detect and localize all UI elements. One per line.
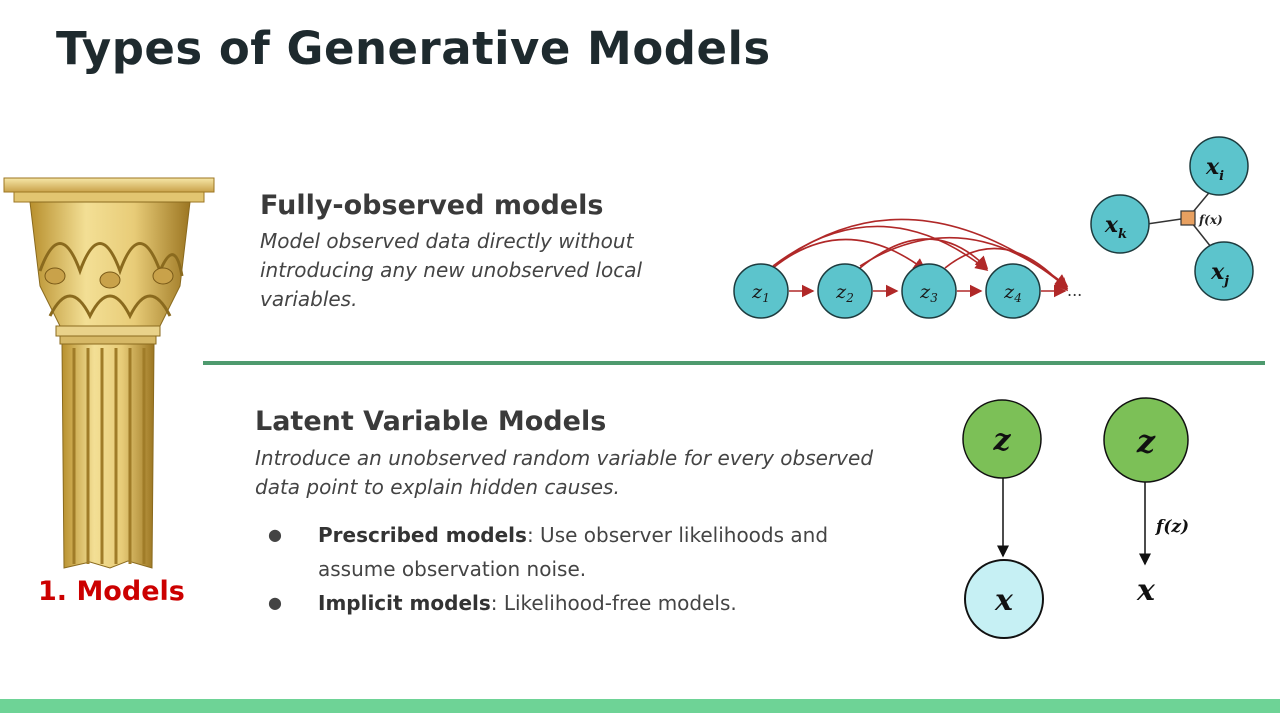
latent-heading: Latent Variable Models xyxy=(255,406,607,437)
factor-node-xk: xk xyxy=(1090,194,1150,254)
list-item: ● Implicit models: Likelihood-free model… xyxy=(268,586,908,620)
factor-graph-diagram: xi xk xj f(x) xyxy=(1090,136,1254,301)
svg-text:z: z xyxy=(992,423,1011,458)
fully-observed-description: Model observed data directly without int… xyxy=(260,229,643,311)
chain-node-z4: z4 xyxy=(985,263,1041,319)
factor-node-xi: xi xyxy=(1189,136,1249,196)
bullet-text: : Likelihood-free models. xyxy=(490,591,737,615)
observed-node-x: x xyxy=(964,559,1044,639)
autoregressive-chain-diagram: z1 z2 z3 z4 ... xyxy=(733,218,1082,319)
chain-node-z2: z2 xyxy=(817,263,873,319)
latent-description: Introduce an unobserved random variable … xyxy=(255,446,874,499)
function-label: f(z) xyxy=(1155,517,1189,537)
factor-label: f(x) xyxy=(1198,213,1223,227)
chain-ellipsis: ... xyxy=(1067,281,1082,300)
fully-observed-heading: Fully-observed models xyxy=(260,190,604,221)
chain-node-z1: z1 xyxy=(733,263,789,319)
latent-bullet-list: ● Prescribed models: Use observer likeli… xyxy=(268,518,908,620)
list-item: ● Prescribed models: Use observer likeli… xyxy=(268,518,908,586)
observed-label-x: x xyxy=(1136,573,1156,608)
bullet-title: Implicit models xyxy=(318,591,491,615)
latent-node-z: z xyxy=(962,399,1042,479)
section-divider xyxy=(203,361,1265,365)
bottom-accent-bar xyxy=(0,699,1280,713)
implicit-model-diagram: z f(z) x xyxy=(1103,397,1189,608)
bullet-icon: ● xyxy=(268,525,282,544)
bullet-icon: ● xyxy=(268,593,282,612)
chain-node-z3: z3 xyxy=(901,263,957,319)
edge-z1-z3 xyxy=(772,238,927,271)
edge-z3-next xyxy=(944,247,1069,292)
svg-text:z: z xyxy=(1136,422,1156,460)
bullet-text: : Use observer likelihoods and assume ob… xyxy=(318,523,829,581)
edge-z2-next xyxy=(859,236,1069,290)
factor-node-xj: xj xyxy=(1194,241,1254,301)
factor-box xyxy=(1180,210,1196,226)
page-title: Types of Generative Models xyxy=(56,22,771,75)
prescribed-model-diagram: z x xyxy=(962,399,1044,639)
pillar-label: 1. Models xyxy=(38,576,185,607)
svg-text:x: x xyxy=(994,583,1014,618)
pillar-image xyxy=(3,177,215,569)
bullet-title: Prescribed models xyxy=(318,523,527,547)
latent-node-z: z xyxy=(1103,397,1189,483)
